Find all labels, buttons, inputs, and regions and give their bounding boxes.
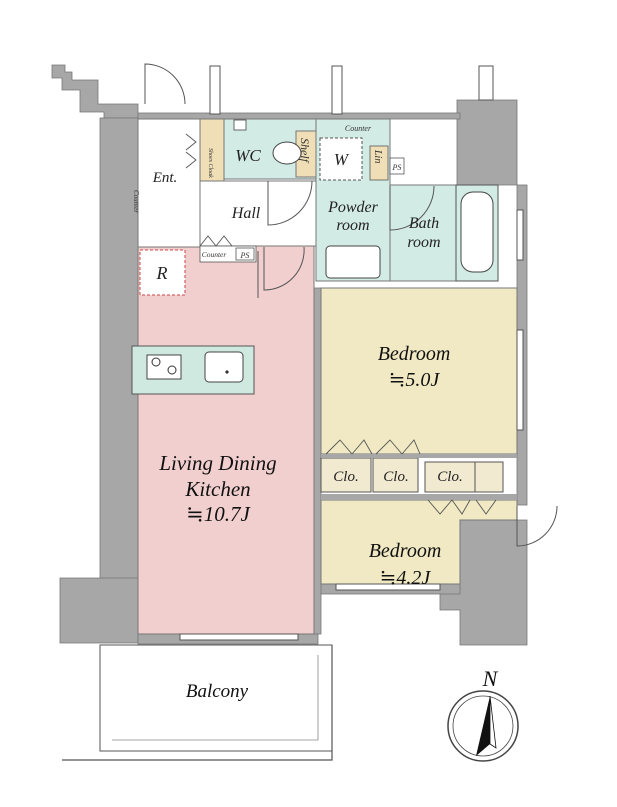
refrigerator-space: [139, 249, 186, 296]
bedroom2-label: Bedroom: [369, 540, 442, 562]
shoes-cloak-label: Shoes Cloak: [207, 148, 213, 178]
wc-room: [199, 118, 317, 182]
ps-label-upper: PS: [392, 163, 402, 172]
counter-label-hall: Counter: [202, 250, 227, 259]
ldk-label-line1: Living Dining: [158, 451, 276, 475]
wc-label: WC: [235, 146, 261, 165]
ldk-room: [137, 245, 315, 635]
bath-room-label-line2: room: [407, 234, 440, 251]
shelf-label: Shelf: [298, 138, 312, 164]
compass-north-label: N: [482, 666, 499, 691]
closets: [320, 454, 517, 500]
compass: N: [447, 666, 519, 762]
powder-room-label-line1: Powder: [327, 199, 379, 216]
compass-needle-icon: [476, 696, 490, 756]
bath-room-label-line1: Bath: [409, 215, 439, 232]
bath-room: [389, 184, 499, 282]
bedroom1-label: Bedroom: [378, 343, 451, 365]
powder-room: [315, 118, 405, 282]
refrigerator-label: R: [156, 263, 168, 283]
entrance-label: Ent.: [152, 170, 178, 186]
ldk-area: ≒10.7J: [186, 502, 251, 526]
windows: [179, 65, 524, 641]
balcony-label: Balcony: [186, 681, 249, 702]
hall-area: [137, 118, 317, 263]
balcony: [62, 644, 333, 761]
powder-room-label-line2: room: [336, 217, 369, 234]
linen-label: Lin: [372, 149, 383, 163]
bedroom-north: [320, 287, 518, 455]
washer-label: W: [334, 150, 350, 169]
ps-label-lower: PS: [240, 251, 250, 260]
ldk-label-line2: Kitchen: [184, 477, 250, 501]
closet-label-3: Clo.: [437, 469, 462, 485]
counter-label-entrance: Counter: [132, 190, 140, 213]
closet-label-1: Clo.: [333, 469, 358, 485]
closet-label-2: Clo.: [383, 469, 408, 485]
hall-label: Hall: [231, 205, 261, 222]
kitchen-counter: [131, 345, 255, 395]
closet-doors: [185, 133, 497, 515]
bedroom1-area: ≒5.0J: [389, 369, 441, 391]
door-swings: [144, 63, 558, 547]
counter-label-top: Counter: [345, 124, 372, 133]
bedroom2-area: ≒4.2J: [380, 567, 432, 589]
